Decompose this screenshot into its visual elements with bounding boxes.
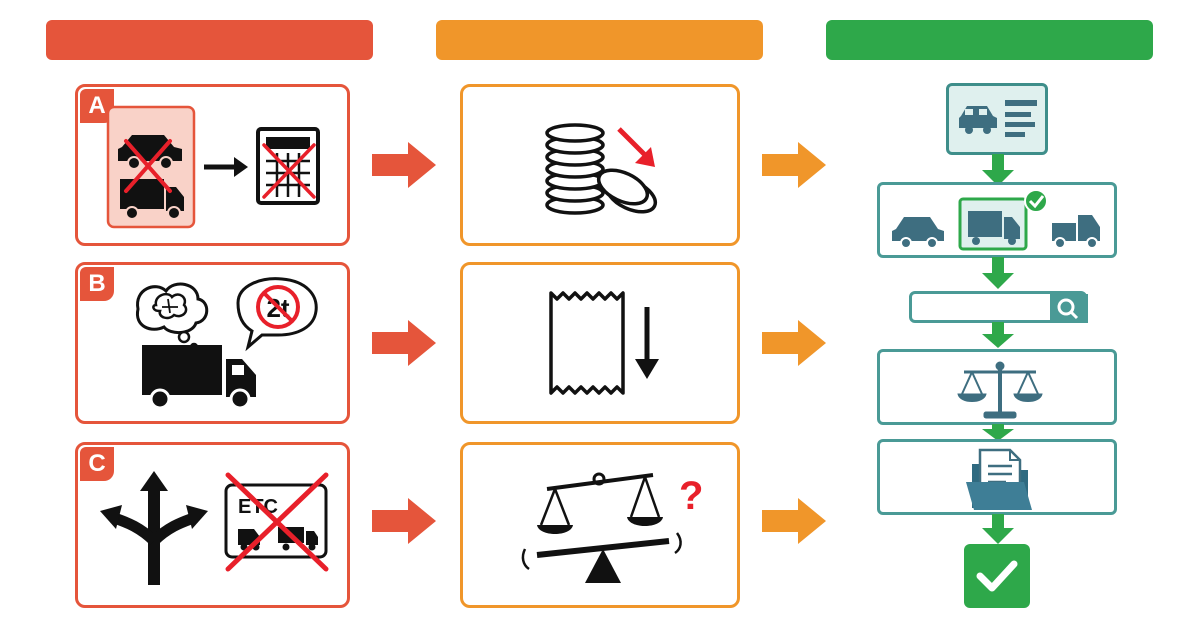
arrow-right-icon <box>762 320 826 366</box>
arrow-down-icon <box>982 154 1014 186</box>
impact-card-1 <box>460 84 740 246</box>
vehicle-selection-icon <box>892 189 1100 251</box>
vehicle-selection-box <box>877 182 1117 258</box>
svg-text:?: ? <box>679 474 703 518</box>
problem-header-bar <box>46 20 373 60</box>
balance-scale-icon <box>957 361 1043 419</box>
cross-icon <box>225 472 329 572</box>
problem-card-c: C ETC <box>75 442 350 608</box>
arrow-right-icon <box>762 498 826 544</box>
arrow-down-icon <box>982 514 1014 544</box>
impact-card-2 <box>460 262 740 424</box>
cross-icon <box>262 143 316 199</box>
car-icon <box>118 135 182 170</box>
badge-b: B <box>80 267 114 301</box>
check-icon <box>964 544 1030 608</box>
vehicle-registration-card <box>946 83 1048 155</box>
coin-stack-icon <box>545 123 658 215</box>
badge-a: A <box>80 89 114 123</box>
arrow-right-icon <box>372 498 436 544</box>
impact-card-3: ? <box>460 442 740 608</box>
search-bar <box>909 291 1088 323</box>
truck-icon <box>142 345 256 410</box>
brain-thought-icon <box>135 282 209 352</box>
trend-down-icon <box>617 127 655 167</box>
question-icon: ? <box>679 474 703 518</box>
weight-sign-icon: 2t <box>236 277 318 352</box>
problem-card-a: A <box>75 84 350 246</box>
arrow-right-icon <box>762 142 826 188</box>
document-folder-box <box>877 439 1117 515</box>
tilting-scale-icon <box>521 472 682 583</box>
folder-document-icon <box>966 448 1032 510</box>
balance-scale-box <box>877 349 1117 425</box>
receipt-icon <box>549 291 625 395</box>
solution-header-bar <box>826 20 1153 60</box>
badge-c: C <box>80 447 114 481</box>
arrow-right-icon <box>372 320 436 366</box>
arrow-down-icon <box>982 257 1014 289</box>
arrow-right-icon <box>372 142 436 188</box>
truck-icon <box>120 179 184 220</box>
arrow-right-icon <box>204 157 248 177</box>
branching-road-icon <box>100 471 208 585</box>
vehicle-registration-icon <box>959 100 1037 137</box>
arrow-down-icon <box>982 424 1014 441</box>
cross-icon <box>124 139 172 193</box>
arrow-down-icon <box>635 307 659 379</box>
problem-card-b: B 2t <box>75 262 350 424</box>
search-bar-icon <box>1050 294 1088 323</box>
arrow-down-icon <box>982 322 1014 348</box>
impact-header-bar <box>436 20 763 60</box>
